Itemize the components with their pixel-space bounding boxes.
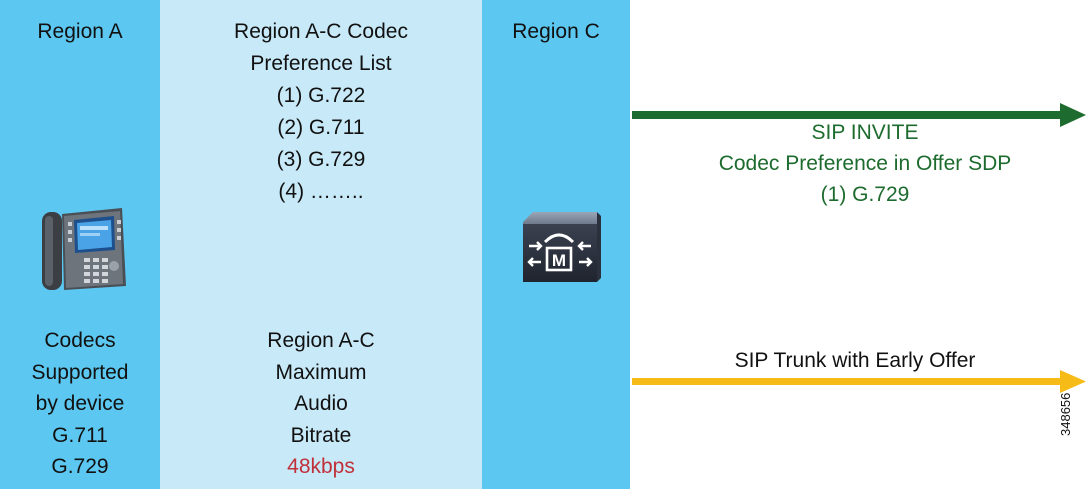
region-a-column: Region A — [0, 0, 160, 489]
bitrate-line: Maximum — [275, 360, 367, 384]
preference-item: (2) G.711 — [277, 116, 365, 139]
max-audio-bitrate: Region A-C Maximum Audio Bitrate 48kbps — [160, 325, 482, 483]
region-c-column: Region C M — [482, 0, 630, 489]
preference-item: (3) G.729 — [276, 148, 366, 171]
sip-trunk-label: SIP Trunk with Early Offer — [734, 349, 976, 372]
ip-phone-icon — [34, 206, 130, 292]
region-a-codecs: Codecs Supported by device G.711 G.729 — [0, 325, 160, 483]
sip-invite-arrow — [632, 103, 1086, 127]
codecs-line: G.711 — [52, 423, 108, 447]
bitrate-value: 48kbps — [287, 455, 355, 478]
svg-text:M: M — [552, 251, 566, 270]
sip-invite-line: (1) G.729 — [820, 183, 910, 206]
region-c-title: Region C — [512, 20, 600, 43]
bitrate-line: Bitrate — [290, 423, 352, 447]
sip-invite-line: SIP INVITE — [811, 121, 919, 144]
figure-id: 348656 — [1058, 392, 1073, 436]
preference-item: (4) …….. — [278, 180, 364, 203]
codecs-line: by device — [35, 392, 125, 415]
preference-title-line: Region A-C Codec — [234, 20, 408, 43]
sip-invite-label: SIP INVITE Codec Preference in Offer SDP… — [650, 117, 1080, 210]
codecs-line: Codecs — [44, 329, 116, 352]
preference-item: (1) G.722 — [276, 84, 366, 107]
codecs-line: Supported — [31, 360, 129, 384]
codecs-line: G.729 — [51, 455, 109, 478]
sip-trunk-arrow — [632, 370, 1086, 393]
region-a-title: Region A — [37, 20, 123, 43]
codec-preference-list: Region A-C Codec Preference List (1) G.7… — [160, 16, 482, 208]
region-ac-column: Region A-C Codec Preference List (1) G.7… — [160, 0, 482, 489]
preference-title-line: Preference List — [250, 52, 392, 75]
media-resource-manager-icon: M — [519, 212, 601, 284]
bitrate-line: Audio — [294, 392, 348, 415]
bitrate-line: Region A-C — [267, 329, 375, 352]
sip-invite-line: Codec Preference in Offer SDP — [718, 152, 1012, 175]
